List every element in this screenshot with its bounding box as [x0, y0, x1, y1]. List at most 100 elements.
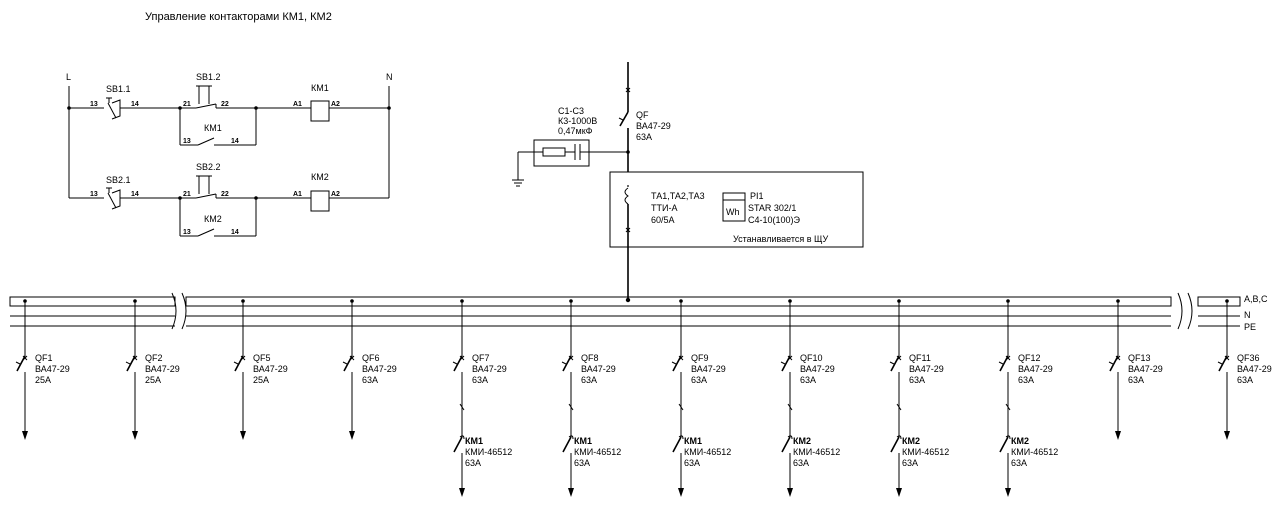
- contactor-name: КМ2: [793, 436, 811, 446]
- breaker-model: ВА47-29: [253, 364, 288, 374]
- breaker-contact: [1109, 355, 1119, 372]
- contactor-contact: [890, 436, 900, 453]
- contactor-mark: [896, 435, 902, 440]
- breaker-mark: [678, 355, 684, 361]
- busbars: A,B,C N PE: [9, 292, 1268, 332]
- sb2-2-label: SB2.2: [196, 162, 221, 172]
- terminal-label: A2: [331, 191, 340, 198]
- contactor-mark: [568, 435, 574, 440]
- contactor-contact: [672, 436, 682, 453]
- capacitor-bank: [512, 139, 630, 187]
- breaker-contact: [890, 355, 900, 372]
- contactor-model: КМИ-46512: [684, 447, 731, 457]
- meter-label-1: PI1: [750, 191, 764, 201]
- contactor-model: КМИ-46512: [902, 447, 949, 457]
- contactor-rating: 63А: [793, 458, 809, 468]
- breaker-mark: [240, 355, 246, 361]
- contactor-name: КМ2: [1011, 436, 1029, 446]
- pushbutton-sb1-2: [180, 85, 256, 109]
- breaker-mark: [787, 355, 793, 361]
- contactor-contact: [562, 436, 572, 453]
- breaker-name: QF6: [362, 353, 380, 363]
- contactor-rating: 63А: [1011, 458, 1027, 468]
- energy-meter-icon: Wh: [722, 192, 746, 222]
- breaker-model: ВА47-29: [1128, 364, 1163, 374]
- coil-km2: [310, 190, 330, 212]
- arrow-down-icon: [1005, 488, 1011, 497]
- contactor-rating: 63А: [465, 458, 481, 468]
- ct-label-1: ТА1,ТА2,ТА3: [651, 191, 705, 201]
- breaker-mark: [1217, 361, 1223, 365]
- control-circuit: L N SB1.1 13 14: [66, 72, 393, 237]
- coil-km1: [310, 100, 330, 122]
- coil-km2-label: КМ2: [311, 172, 329, 182]
- feeder-group: QF1ВА47-2925АQF2ВА47-2925АQF5ВА47-2925АQ…: [15, 299, 1272, 497]
- coil-km1-label: КМ1: [311, 83, 329, 93]
- terminal-label: A1: [293, 191, 302, 198]
- arrow-down-icon: [132, 431, 138, 440]
- breaker-name: QF12: [1018, 353, 1041, 363]
- breaker-rating: 63А: [472, 375, 488, 385]
- wire-mark: [896, 403, 902, 411]
- metering-box: [609, 171, 864, 248]
- ct-label-2: ТТИ-А: [651, 203, 677, 213]
- qf-model: ВА47-29: [636, 121, 671, 131]
- main-breaker-qf: [618, 87, 631, 172]
- breaker-mark: [349, 355, 355, 361]
- breaker-contact: [562, 355, 572, 372]
- contactor-mark: [459, 435, 465, 440]
- breaker-name: QF7: [472, 353, 490, 363]
- capacitor-label-1: С1-С3: [558, 106, 584, 116]
- qf-name: QF: [636, 110, 649, 120]
- terminal-label: 14: [131, 191, 139, 198]
- aux-km1-label: КМ1: [204, 123, 222, 133]
- contactor-rating: 63А: [684, 458, 700, 468]
- breaker-model: ВА47-29: [35, 364, 70, 374]
- terminal-label: 22: [221, 101, 229, 108]
- breaker-mark: [780, 361, 786, 365]
- breaker-mark: [342, 361, 348, 365]
- breaker-model: ВА47-29: [800, 364, 835, 374]
- breaker-mark: [15, 361, 21, 365]
- current-transformer: [624, 185, 631, 247]
- breaker-model: ВА47-29: [581, 364, 616, 374]
- contactor-name: КМ2: [902, 436, 920, 446]
- breaker-rating: 63А: [691, 375, 707, 385]
- sb1-1-label: SB1.1: [106, 84, 131, 94]
- breaker-model: ВА47-29: [1018, 364, 1053, 374]
- breaker-name: QF1: [35, 353, 53, 363]
- wire-mark: [568, 403, 574, 411]
- breaker-rating: 63А: [362, 375, 378, 385]
- meter-box-note: Устанавливается в ЩУ: [733, 234, 828, 244]
- breaker-contact: [672, 355, 682, 372]
- aux-km2-label: КМ2: [204, 214, 222, 224]
- bus-label-n: N: [1244, 310, 1251, 320]
- terminal-label: 22: [221, 191, 229, 198]
- terminal-label: 13: [183, 229, 191, 236]
- breaker-mark: [1005, 355, 1011, 361]
- breaker-mark: [671, 361, 677, 365]
- breaker-name: QF13: [1128, 353, 1151, 363]
- breaker-rating: 25А: [35, 375, 51, 385]
- terminal-label: 14: [231, 229, 239, 236]
- breaker-rating: 63А: [581, 375, 597, 385]
- arrow-down-icon: [1115, 431, 1121, 440]
- contactor-rating: 63А: [902, 458, 918, 468]
- wire-mark: [787, 403, 793, 411]
- terminal-label: 13: [183, 138, 191, 145]
- contactor-model: КМИ-46512: [465, 447, 512, 457]
- breaker-mark: [459, 355, 465, 361]
- busbar-abc-middle: [185, 296, 1172, 307]
- contactor-contact: [453, 436, 463, 453]
- contactor-mark: [787, 435, 793, 440]
- breaker-mark: [889, 361, 895, 365]
- breaker-mark: [1115, 355, 1121, 361]
- arrow-down-icon: [787, 488, 793, 497]
- qf-rating: 63А: [636, 132, 652, 142]
